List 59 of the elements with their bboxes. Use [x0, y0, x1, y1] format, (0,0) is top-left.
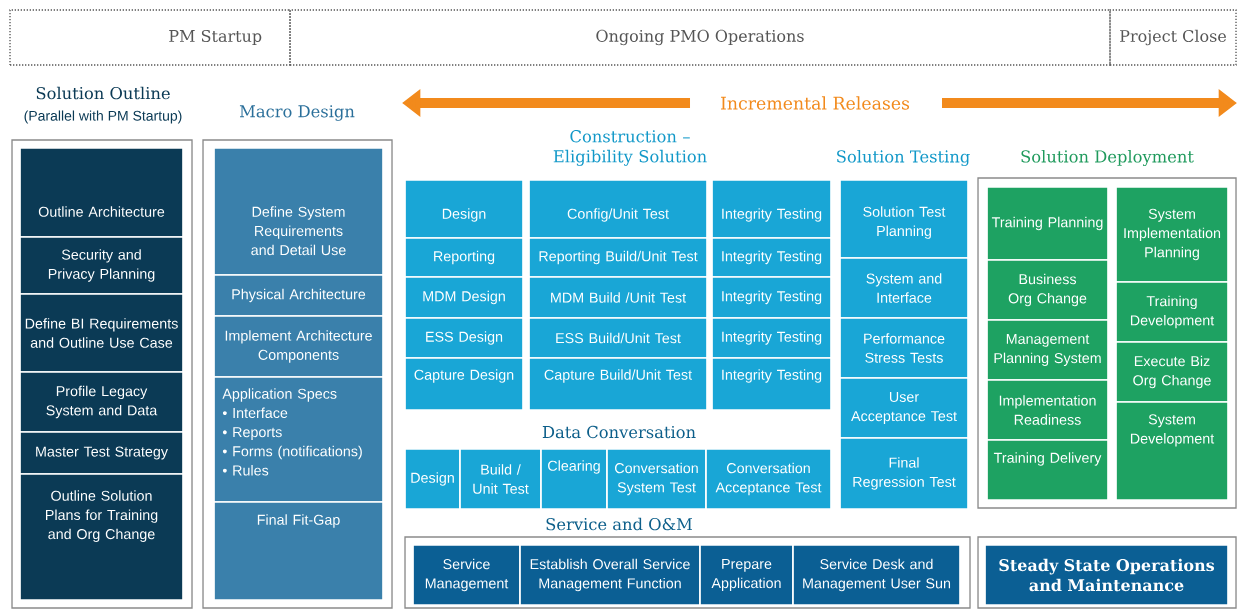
- phase-band: Project Close: [1109, 9, 1237, 66]
- section-heading: Solution Testing: [837, 149, 970, 166]
- task-box: Conversation Acceptance Test: [705, 448, 832, 510]
- task-box: Management Planning System: [986, 319, 1109, 381]
- task-box: Training Planning: [986, 186, 1109, 261]
- task-box: Config/Unit Test: [528, 179, 708, 239]
- task-box: System Implementation Planning: [1115, 186, 1229, 283]
- task-box: Capture Design: [404, 357, 524, 411]
- task-box: Integrity Testing: [711, 179, 832, 239]
- task-box: Security and Privacy Planning: [19, 236, 184, 295]
- task-box: User Acceptance Test: [839, 377, 969, 439]
- task-box: ESS Design: [404, 317, 524, 359]
- task-box: Training Delivery: [986, 439, 1109, 501]
- task-box: Steady State Operations and Maintenance: [984, 544, 1229, 606]
- task-box: Master Test Strategy: [19, 431, 184, 475]
- task-box: Implement Architecture Components: [213, 315, 384, 378]
- task-box: Design: [404, 179, 524, 239]
- section-heading: Service and O&M: [546, 517, 692, 531]
- task-box: Service Desk and Management User Sun: [792, 544, 961, 606]
- phase-band: PM Startup: [9, 9, 291, 66]
- task-box: Implementation Readiness: [986, 379, 1109, 441]
- task-box: Reporting: [404, 237, 524, 278]
- task-box: MDM Design: [404, 276, 524, 319]
- task-box: Solution Test Planning: [839, 179, 969, 259]
- section-heading: Macro Design: [239, 105, 355, 121]
- phase-band: Ongoing PMO Operations: [289, 9, 1111, 66]
- panel-frame: [977, 536, 1237, 609]
- task-box: Define BI Requirements and Outline Use Case: [19, 293, 184, 373]
- task-box: Capture Build/Unit Test: [528, 357, 708, 411]
- task-box: Final Fit-Gap: [213, 501, 384, 601]
- task-box: Integrity Testing: [711, 237, 832, 278]
- task-box: Business Org Change: [986, 259, 1109, 321]
- task-box: Service Management: [412, 544, 521, 606]
- task-box: Establish Overall Service Management Function: [519, 544, 701, 606]
- banner-text: Incremental Releases: [721, 96, 910, 110]
- task-box: Execute Biz Org Change: [1115, 341, 1229, 403]
- task-box: MDM Build /Unit Test: [528, 276, 708, 319]
- task-box: Integrity Testing: [711, 357, 832, 411]
- section-heading: Solution Deployment: [1021, 149, 1194, 166]
- task-box: Profile Legacy System and Data: [19, 371, 184, 433]
- task-box: Conversation System Test: [606, 448, 707, 510]
- task-box: Design: [404, 448, 461, 510]
- task-box: Reporting Build/Unit Test: [528, 237, 708, 278]
- task-box: Physical Architecture: [213, 274, 384, 317]
- task-box: System Development: [1115, 401, 1229, 501]
- task-box: Performance Stress Tests: [839, 317, 969, 379]
- task-box: Clearing: [540, 448, 608, 510]
- section-heading: Construction – Eligibility Solution: [553, 130, 707, 166]
- task-box: Build / Unit Test: [459, 448, 542, 510]
- task-box: ESS Build/Unit Test: [528, 317, 708, 359]
- task-box: System and Interface: [839, 257, 969, 319]
- section-heading: Data Conversation: [542, 425, 696, 439]
- task-box: Training Development: [1115, 281, 1229, 343]
- task-box: Integrity Testing: [711, 276, 832, 319]
- task-box: Prepare Application: [699, 544, 794, 606]
- task-box: Integrity Testing: [711, 317, 832, 359]
- task-box: Outline Architecture: [19, 147, 184, 238]
- section-heading: Solution Outline (Parallel with PM Startup): [24, 86, 182, 124]
- task-box: Final Regression Test: [839, 437, 969, 510]
